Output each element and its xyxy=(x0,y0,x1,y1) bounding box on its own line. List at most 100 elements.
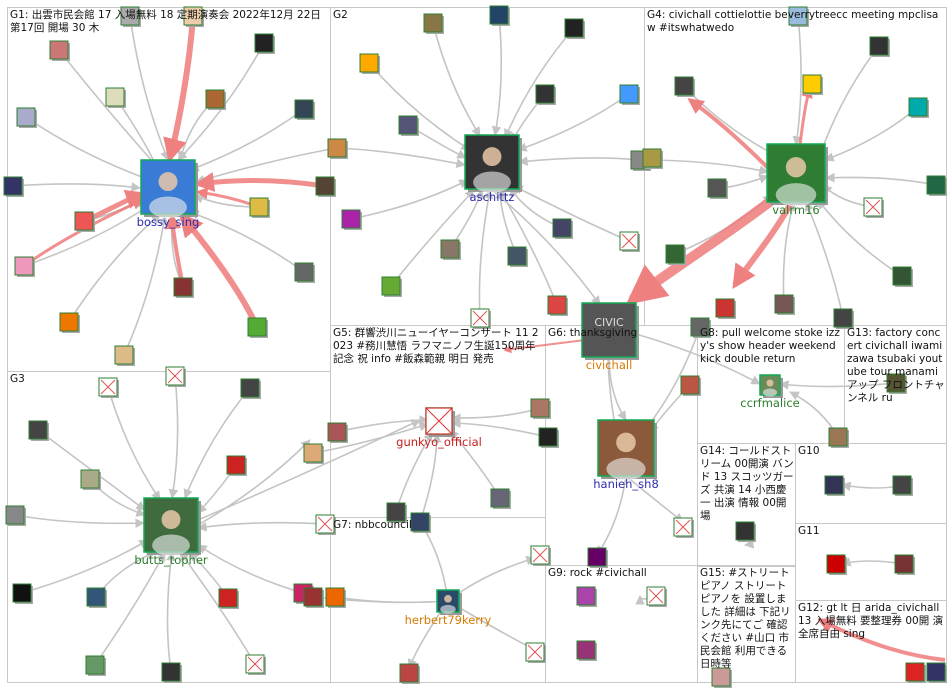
node-avatar-icon[interactable] xyxy=(15,257,35,277)
node-avatar-icon[interactable] xyxy=(870,37,890,57)
node-avatar-icon[interactable] xyxy=(909,98,929,118)
node-avatar-icon[interactable] xyxy=(87,588,107,608)
node-avatar-icon[interactable] xyxy=(708,179,728,199)
node-avatar-icon[interactable] xyxy=(250,198,270,218)
node-avatar-icon[interactable] xyxy=(536,85,556,105)
node-avatar-icon[interactable] xyxy=(647,587,667,607)
node-avatar-icon[interactable] xyxy=(304,588,324,608)
node-avatar-icon[interactable] xyxy=(60,313,80,333)
node-avatar-icon[interactable] xyxy=(206,90,226,110)
node-avatar-icon[interactable] xyxy=(588,548,608,568)
grid-collage-icon[interactable] xyxy=(767,144,828,206)
node-avatar-icon[interactable] xyxy=(75,212,95,232)
edge xyxy=(95,552,165,665)
node-avatar-icon[interactable] xyxy=(577,641,597,661)
node-avatar-icon[interactable] xyxy=(248,318,268,338)
node-avatar-icon[interactable] xyxy=(246,655,266,675)
edge xyxy=(505,28,574,138)
bird-avatar-icon[interactable] xyxy=(141,160,198,218)
edge xyxy=(180,552,255,664)
node-avatar-icon[interactable] xyxy=(399,116,419,136)
node-avatar-icon[interactable] xyxy=(681,376,701,396)
photo-avatar-icon[interactable] xyxy=(598,420,657,480)
node-avatar-icon[interactable] xyxy=(827,555,847,575)
node-avatar-icon[interactable] xyxy=(17,108,37,128)
node-avatar-icon[interactable] xyxy=(219,589,239,609)
node-avatar-icon[interactable] xyxy=(490,6,510,26)
node-avatar-icon[interactable] xyxy=(227,456,247,476)
node-avatar-icon[interactable] xyxy=(666,245,686,265)
node-avatar-icon[interactable] xyxy=(241,379,261,399)
edge xyxy=(337,148,465,165)
node-avatar-icon[interactable] xyxy=(775,295,795,315)
node-avatar-icon[interactable] xyxy=(712,668,732,688)
node-avatar-icon[interactable] xyxy=(803,75,823,95)
node-avatar-icon[interactable] xyxy=(304,444,324,464)
node-avatar-icon[interactable] xyxy=(328,423,348,443)
node-avatar-icon[interactable] xyxy=(548,296,568,316)
node-avatar-icon[interactable] xyxy=(491,489,511,509)
node-avatar-icon[interactable] xyxy=(360,54,380,74)
photo-avatar-icon[interactable] xyxy=(437,590,462,615)
node-avatar-icon[interactable] xyxy=(893,476,913,496)
node-avatar-icon[interactable] xyxy=(471,309,491,329)
node-avatar-icon[interactable] xyxy=(906,663,926,683)
node-avatar-icon[interactable] xyxy=(539,428,559,448)
node-avatar-icon[interactable] xyxy=(316,177,336,197)
node-avatar-icon[interactable] xyxy=(29,421,49,441)
node-avatar-icon[interactable] xyxy=(295,100,315,120)
node-avatar-icon[interactable] xyxy=(834,309,854,329)
node-avatar-icon[interactable] xyxy=(736,522,756,542)
node-avatar-icon[interactable] xyxy=(825,476,845,496)
node-avatar-icon[interactable] xyxy=(531,546,551,566)
node-avatar-icon[interactable] xyxy=(864,198,884,218)
node-avatar-icon[interactable] xyxy=(162,663,182,683)
node-avatar-icon[interactable] xyxy=(13,584,33,604)
photo-avatar-icon[interactable] xyxy=(760,375,783,398)
edge xyxy=(198,523,325,528)
node-avatar-icon[interactable] xyxy=(531,399,551,419)
group-label-g11: G11 xyxy=(798,525,838,538)
node-avatar-icon[interactable] xyxy=(508,247,528,267)
node-avatar-icon[interactable] xyxy=(577,587,597,607)
node-avatar-icon[interactable] xyxy=(255,34,275,54)
node-avatar-icon[interactable] xyxy=(342,210,362,230)
missing-image-icon[interactable] xyxy=(426,408,455,437)
node-avatar-icon[interactable] xyxy=(86,656,106,676)
node-avatar-icon[interactable] xyxy=(893,267,913,287)
node-avatar-icon[interactable] xyxy=(99,378,119,398)
node-avatar-icon[interactable] xyxy=(4,177,24,197)
node-avatar-icon[interactable] xyxy=(174,278,194,298)
node-avatar-icon[interactable] xyxy=(553,219,573,239)
node-avatar-icon[interactable] xyxy=(674,518,694,538)
node-avatar-icon[interactable] xyxy=(675,77,695,97)
node-avatar-icon[interactable] xyxy=(106,88,126,108)
node-avatar-icon[interactable] xyxy=(620,232,640,252)
node-avatar-icon[interactable] xyxy=(927,663,947,683)
node-avatar-icon[interactable] xyxy=(115,346,135,366)
node-avatar-icon[interactable] xyxy=(50,41,70,61)
node-avatar-icon[interactable] xyxy=(328,139,348,159)
group-label-g6: G6: thanksgiving xyxy=(548,327,694,340)
node-avatar-icon[interactable] xyxy=(382,277,402,297)
node-avatar-icon[interactable] xyxy=(6,506,26,526)
node-avatar-icon[interactable] xyxy=(620,85,640,105)
node-avatar-icon[interactable] xyxy=(81,470,101,490)
portrait-avatar-icon[interactable] xyxy=(465,135,522,193)
node-avatar-icon[interactable] xyxy=(895,555,915,575)
node-avatar-icon[interactable] xyxy=(424,14,444,34)
hub-label-hanieh: hanieh_sh8 xyxy=(593,478,659,491)
node-avatar-icon[interactable] xyxy=(526,643,546,663)
edge xyxy=(796,16,801,145)
node-avatar-icon[interactable] xyxy=(643,149,663,169)
portrait-avatar-icon[interactable] xyxy=(144,498,201,556)
node-avatar-icon[interactable] xyxy=(441,240,461,260)
node-avatar-icon[interactable] xyxy=(295,263,315,283)
node-avatar-icon[interactable] xyxy=(326,588,346,608)
group-label-g5: G5: 群響渋川ニューイヤーコンサート 11 2023 #務川慧悟 ラフマニノフ… xyxy=(333,327,543,366)
node-avatar-icon[interactable] xyxy=(400,664,420,684)
node-avatar-icon[interactable] xyxy=(716,299,736,319)
node-avatar-icon[interactable] xyxy=(565,19,585,39)
node-avatar-icon[interactable] xyxy=(927,176,947,196)
node-avatar-icon[interactable] xyxy=(166,367,186,387)
